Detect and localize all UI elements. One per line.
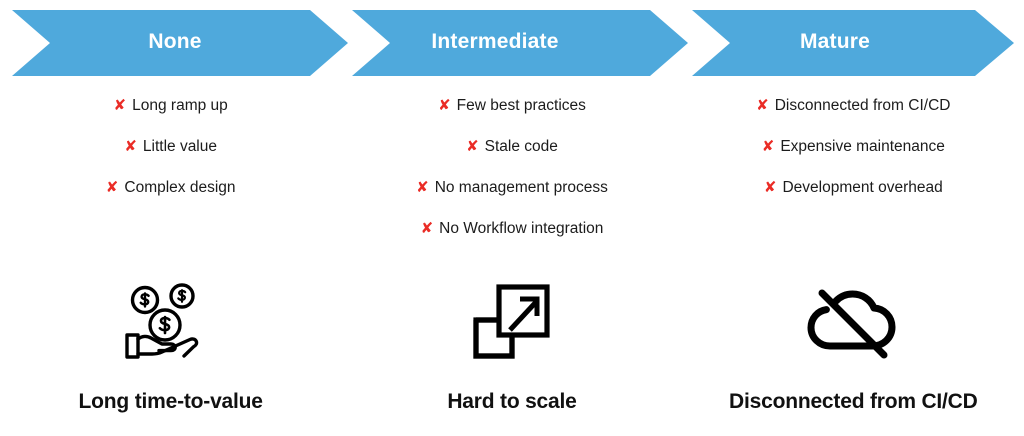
list-item: ✘ Little value xyxy=(124,137,217,156)
cross-icon: ✘ xyxy=(420,219,434,237)
column-intermediate: ✘ Few best practices ✘ Stale code ✘ No m… xyxy=(341,96,682,271)
list-item-label: Expensive maintenance xyxy=(780,138,945,155)
list-item-label: Long ramp up xyxy=(132,97,228,114)
list-item: ✘ Few best practices xyxy=(438,96,586,115)
chevron-stage-intermediate[interactable] xyxy=(352,10,688,76)
list-item-label: Little value xyxy=(142,138,217,155)
list-item: ✘ Disconnected from CI/CD xyxy=(756,96,950,115)
outcome-disconnected-from-cicd: Disconnected from CI/CD xyxy=(683,282,1024,436)
cross-icon: ✘ xyxy=(105,178,119,196)
outcome-caption: Hard to scale xyxy=(447,390,577,413)
scale-arrow-squares-icon xyxy=(470,282,554,362)
outcome-long-time-to-value: Long time-to-value xyxy=(0,282,341,436)
cross-icon: ✘ xyxy=(761,137,775,155)
maturity-stage-banner: None Intermediate Mature xyxy=(0,0,1024,86)
outcome-caption: Disconnected from CI/CD xyxy=(729,390,978,413)
chevron-stage-mature[interactable] xyxy=(692,10,1014,76)
outcome-hard-to-scale: Hard to scale xyxy=(341,282,682,436)
cross-icon: ✘ xyxy=(124,137,137,155)
list-item: ✘ Stale code xyxy=(466,137,558,156)
list-item-label: Development overhead xyxy=(782,179,943,196)
column-none: ✘ Long ramp up ✘ Little value ✘ Complex … xyxy=(0,96,341,271)
cross-icon: ✘ xyxy=(756,96,769,114)
cross-icon: ✘ xyxy=(416,178,429,196)
list-item-label: No Workflow integration xyxy=(439,220,604,237)
list-item-label: Stale code xyxy=(484,138,558,155)
pain-point-columns: ✘ Long ramp up ✘ Little value ✘ Complex … xyxy=(0,96,1024,271)
cross-icon: ✘ xyxy=(438,96,451,114)
list-item: ✘ Expensive maintenance xyxy=(762,137,945,156)
cloud-off-icon xyxy=(803,282,903,362)
column-mature: ✘ Disconnected from CI/CD ✘ Expensive ma… xyxy=(683,96,1024,271)
outcome-caption: Long time-to-value xyxy=(78,390,263,413)
list-item-label: Complex design xyxy=(124,179,236,196)
list-item-label: Disconnected from CI/CD xyxy=(774,97,951,114)
list-item: ✘ No management process xyxy=(416,178,608,197)
list-item-label: No management process xyxy=(434,179,608,196)
list-item: ✘ Development overhead xyxy=(764,178,943,197)
list-item-label: Few best practices xyxy=(456,97,586,114)
cross-icon: ✘ xyxy=(113,96,127,114)
list-item: ✘ No Workflow integration xyxy=(421,219,604,238)
outcome-row: Long time-to-value Hard to scale xyxy=(0,282,1024,436)
list-item: ✘ Long ramp up xyxy=(114,96,228,115)
hand-holding-money-icon xyxy=(119,282,223,362)
list-item: ✘ Complex design xyxy=(106,178,236,197)
cross-icon: ✘ xyxy=(763,178,777,196)
cross-icon: ✘ xyxy=(466,137,479,155)
chevron-stage-none[interactable] xyxy=(12,10,348,76)
